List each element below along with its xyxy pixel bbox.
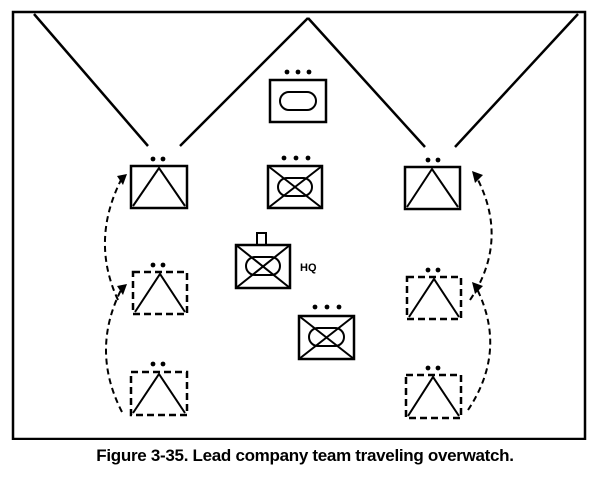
echelon-dot bbox=[324, 304, 330, 310]
hq-flag bbox=[256, 232, 267, 246]
hq-label: HQ bbox=[300, 262, 317, 274]
echelon-dot bbox=[150, 361, 156, 367]
left-bound-arrow-lower-head bbox=[117, 284, 127, 295]
right-bound-arrow-upper bbox=[469, 175, 493, 301]
figure-caption: Figure 3-35. Lead company team traveling… bbox=[96, 446, 514, 465]
overwatch-diagram: HQ bbox=[11, 10, 587, 440]
left-sector-line-inner bbox=[179, 17, 309, 147]
echelon-dot bbox=[295, 69, 301, 75]
right-sector-line-inner bbox=[307, 17, 426, 148]
right-bound-arrow-upper-head bbox=[472, 171, 483, 183]
unit-right-rear bbox=[404, 365, 463, 420]
echelon-dot bbox=[425, 157, 431, 163]
echelon-dot bbox=[425, 267, 431, 273]
left-bound-arrow-upper-head bbox=[117, 174, 127, 185]
echelon-dot bbox=[160, 156, 166, 162]
right-bound-arrow-lower-head bbox=[472, 282, 483, 294]
echelon-dot bbox=[293, 155, 299, 161]
echelon-dot bbox=[425, 365, 431, 371]
echelon-dot bbox=[160, 262, 166, 268]
echelon-dot bbox=[435, 365, 441, 371]
echelon-dot bbox=[150, 262, 156, 268]
unit-right-middle bbox=[405, 267, 463, 321]
echelon-dot bbox=[435, 157, 441, 163]
diagram-frame bbox=[11, 10, 587, 440]
echelon-dot bbox=[312, 304, 318, 310]
unit-center-mech bbox=[266, 155, 324, 210]
echelon-dot bbox=[284, 69, 290, 75]
right-sector-line-outer bbox=[454, 13, 579, 148]
echelon-dot bbox=[150, 156, 156, 162]
left-bound-arrow-upper bbox=[104, 177, 123, 301]
echelon-dot bbox=[336, 304, 342, 310]
unit-center-tank bbox=[268, 69, 328, 124]
echelon-dot bbox=[305, 155, 311, 161]
left-sector-line-outer bbox=[33, 13, 149, 147]
echelon-dot bbox=[435, 267, 441, 273]
unit-right-lead bbox=[403, 157, 462, 211]
left-bound-arrow-lower bbox=[105, 287, 123, 413]
unit-left-lead bbox=[129, 156, 189, 210]
unit-rear-mech bbox=[297, 304, 356, 361]
echelon-dot bbox=[306, 69, 312, 75]
unit-left-middle bbox=[131, 262, 189, 316]
unit-hq bbox=[234, 232, 292, 290]
echelon-dot bbox=[160, 361, 166, 367]
echelon-dot bbox=[281, 155, 287, 161]
unit-left-rear bbox=[129, 361, 189, 417]
right-bound-arrow-lower bbox=[467, 286, 492, 411]
